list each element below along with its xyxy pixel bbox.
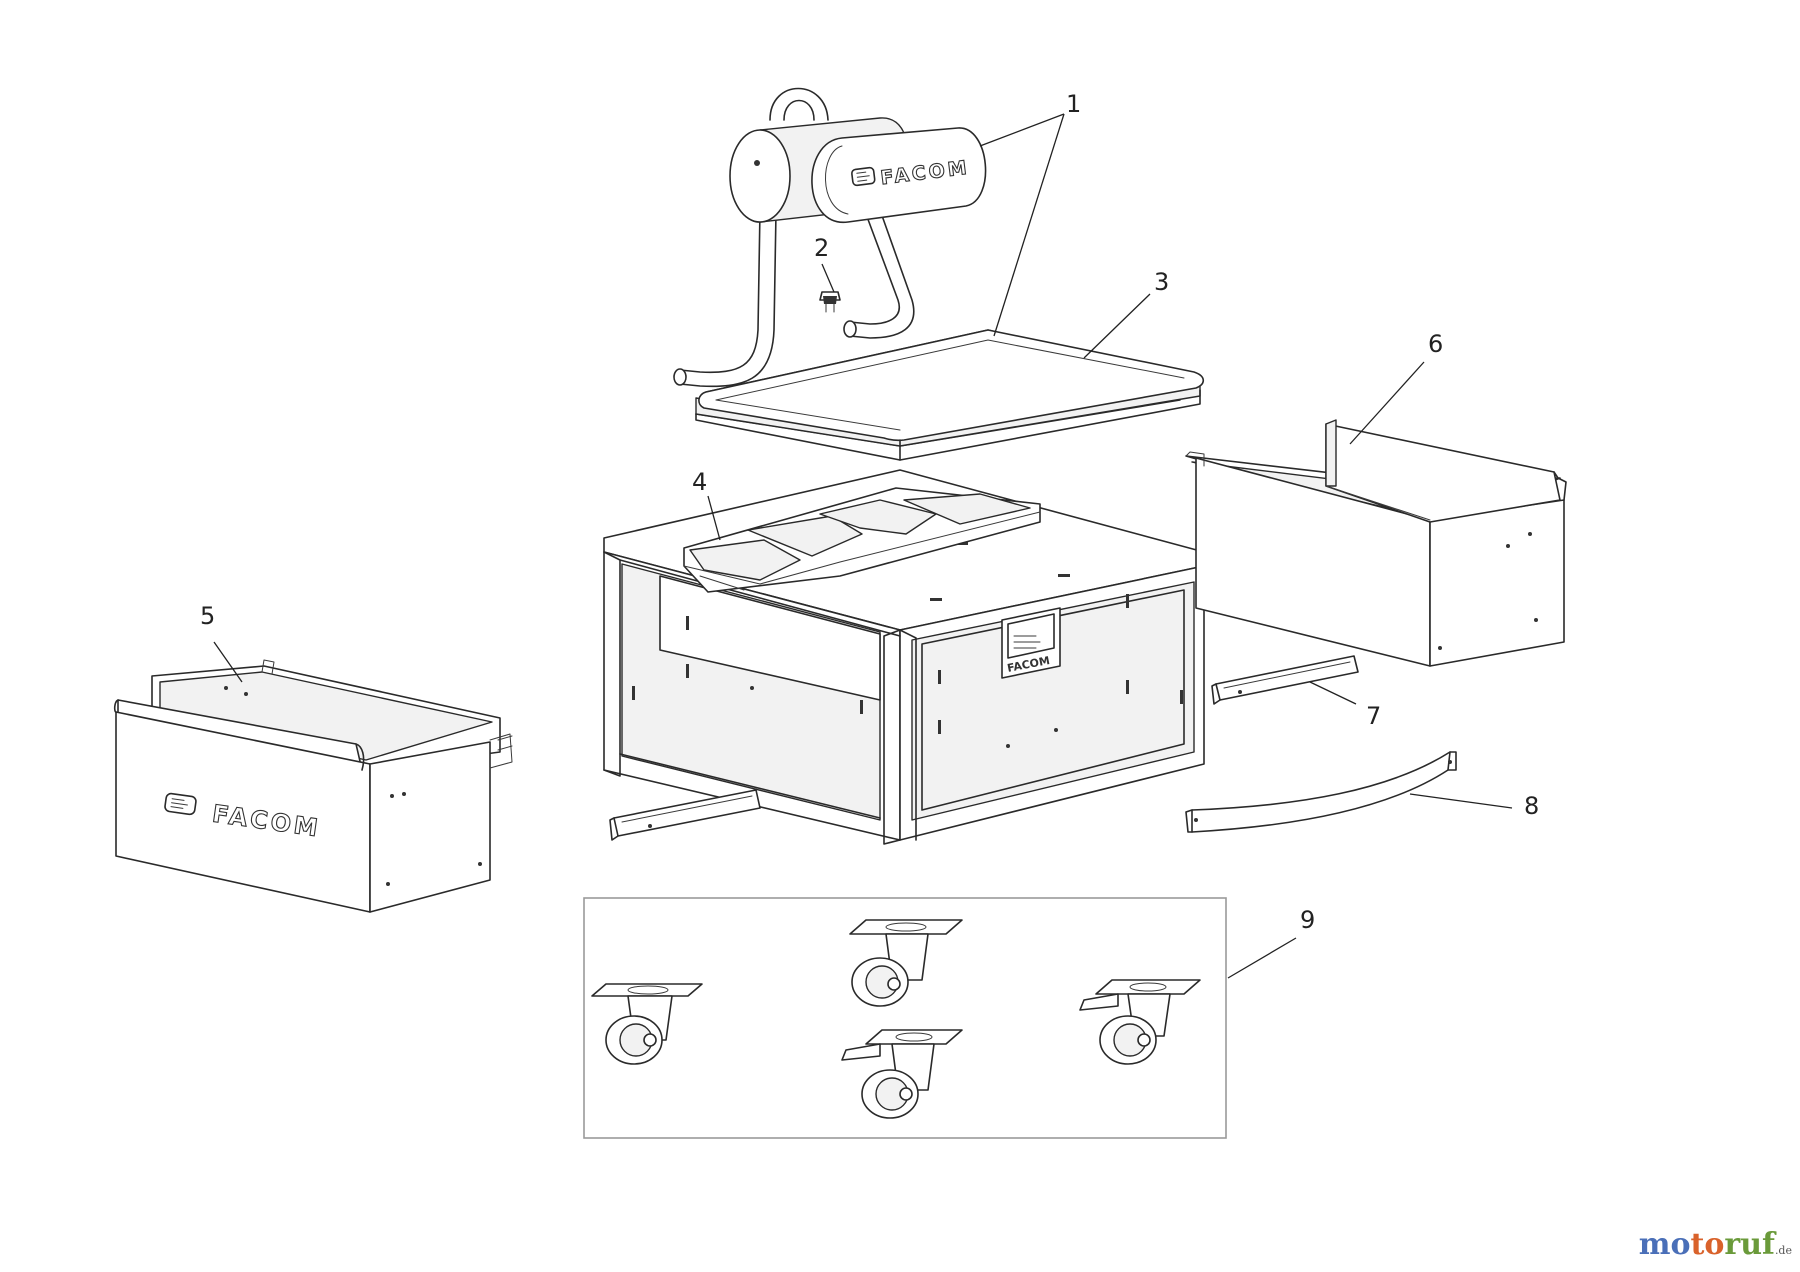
watermark-part-1: mo [1638,1227,1691,1262]
part-7-drawer-slides [609,655,1359,841]
caster-4 [1079,979,1201,1065]
part-5-drawer-left: FACOM [113,659,513,913]
callout-4: 4 [692,468,707,496]
part-3-seat-cushion [695,329,1205,461]
part-2-fastener [819,291,841,313]
callout-8: 8 [1524,792,1539,820]
callout-7: 7 [1366,702,1381,730]
watermark-part-2: to [1690,1227,1725,1262]
part-1-backrest: FACOM [673,87,987,388]
casters-frame [583,897,1227,1139]
part-8-curved-strip [1185,751,1457,833]
callout-1: 1 [1066,90,1081,118]
callout-2: 2 [814,234,829,262]
caster-1 [591,983,703,1065]
watermark-logo: motoruf.de [1639,1230,1792,1260]
caster-2 [849,919,963,1007]
callout-3: 3 [1154,268,1169,296]
caster-3 [841,1029,963,1119]
watermark-part-3: ruf [1724,1227,1775,1262]
callout-6: 6 [1428,330,1443,358]
part-9-casters [583,897,1227,1139]
part-6-drawer-right [1185,419,1567,667]
callout-9: 9 [1300,906,1315,934]
cabinet-brand-badge: FACOM [1001,607,1061,679]
watermark-suffix: .de [1774,1244,1792,1257]
leader-lines [213,113,1513,979]
callout-labels: 1 2 3 4 5 6 7 8 9 [200,90,1539,934]
callout-5: 5 [200,602,215,630]
part-4-cabinet: FACOM [603,469,1205,845]
